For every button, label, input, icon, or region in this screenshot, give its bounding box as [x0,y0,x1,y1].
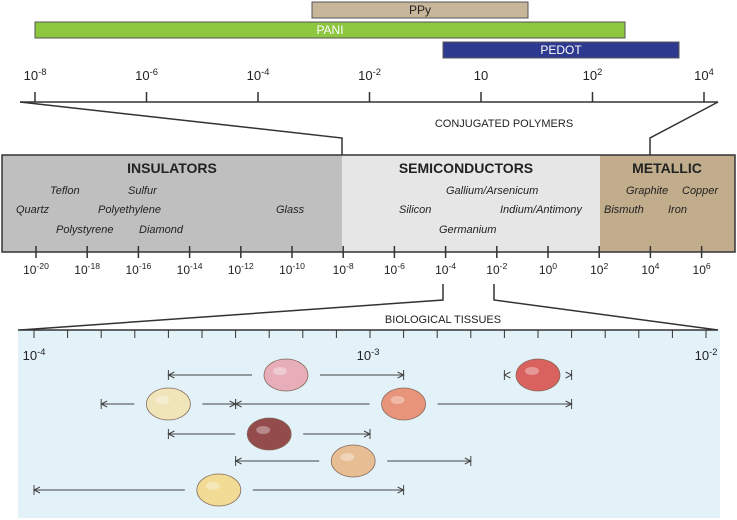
middle-axis-tick-label: 10-12 [228,261,254,277]
material-polystyrene: Polystyrene [56,224,113,236]
material-copper: Copper [682,185,719,197]
liver-icon [246,417,292,451]
bio-axis-tick-label: 10-2 [695,347,718,363]
pedot-label: PEDOT [540,43,582,57]
insulators-title: INSULATORS [127,160,217,176]
material-indium-antimony: Indium/Antimony [500,204,583,216]
material-glass: Glass [276,204,305,216]
middle-axis-tick-label: 10-14 [177,261,203,277]
top-axis-tick-label: 102 [583,67,603,83]
middle-axis-tick-label: 10-4 [435,261,456,277]
pani-bar [34,21,626,39]
tissue-range [167,417,372,451]
top-axis-tick-label: 10-4 [247,67,270,83]
middle-axis-tick-label: 10-16 [125,261,151,277]
bio-zoom: BIOLOGICAL TISSUES [19,284,719,331]
tissue-range [234,444,472,478]
material-gallium-arsenicum: Gallium/Arsenicum [446,185,538,197]
top-axis-tick-label: 10-6 [135,67,158,83]
muscle-icon [381,387,427,421]
semiconductors-region [342,155,600,252]
top-axis: 10-8 10-6 10-4 10-2 10 102 104 [20,67,718,103]
conjugated-polymers-label: CONJUGATED POLYMERS [435,118,573,130]
metallic-region [600,155,735,252]
material-polyethylene: Polyethylene [98,204,161,216]
brain-icon [330,444,376,478]
top-axis-tick-label: 10 [474,68,488,83]
tissue-range [234,387,573,421]
middle-axis-tick-label: 10-2 [486,261,507,277]
middle-axis-tick-label: 100 [539,261,557,277]
middle-axis: 10-20 10-18 10-16 10-14 10-12 10-10 10-8 10-6 10… [23,246,711,277]
pedot-bar [442,41,680,59]
ppy-bar [311,1,529,19]
material-iron: Iron [668,204,687,216]
bio-axis-tick-label: 10-4 [23,347,46,363]
middle-axis-tick-label: 106 [693,261,711,277]
middle-axis-tick-label: 10-20 [23,261,49,277]
ppy-label: PPy [409,3,431,17]
material-teflon: Teflon [50,185,80,197]
biological-tissues-label: BIOLOGICAL TISSUES [385,314,501,326]
material-band: INSULATORS SEMICONDUCTORS METALLIC Teflo… [1,154,736,253]
tissue-range [100,387,237,421]
heart-icon [515,358,561,392]
middle-axis-tick-label: 10-6 [384,261,405,277]
pani-label: PANI [316,23,343,37]
material-germanium: Germanium [439,224,496,236]
metallic-title: METALLIC [632,160,702,176]
material-quartz: Quartz [16,204,50,216]
middle-axis-tick-label: 102 [590,261,608,277]
semiconductors-title: SEMICONDUCTORS [399,160,533,176]
skin-icon [196,473,242,507]
material-graphite: Graphite [626,185,668,197]
middle-axis-tick-label: 10-18 [74,261,100,277]
lungs-icon [263,358,309,392]
middle-axis-tick-label: 104 [641,261,659,277]
material-silicon: Silicon [399,204,431,216]
material-diamond: Diamond [139,224,184,236]
tissue-range [32,473,405,507]
polymer-bars: PPy PANI PEDOT [34,1,680,59]
conjugated-zoom: CONJUGATED POLYMERS [19,101,719,155]
middle-axis-tick-label: 10-8 [333,261,354,277]
middle-axis-tick-label: 10-10 [279,261,305,277]
top-axis-tick-label: 104 [694,67,714,83]
top-axis-tick-label: 10-2 [358,67,381,83]
bio-axis-tick-label: 10-3 [357,347,380,363]
top-axis-tick-label: 10-8 [24,67,47,83]
bio-panel: 10-4 10-3 10-2 [18,329,720,518]
tissue-range [503,358,573,392]
insulators-region [2,155,342,252]
bone-icon [145,387,191,421]
material-bismuth: Bismuth [604,204,644,216]
tissue-range [167,358,405,392]
material-sulfur: Sulfur [128,185,158,197]
